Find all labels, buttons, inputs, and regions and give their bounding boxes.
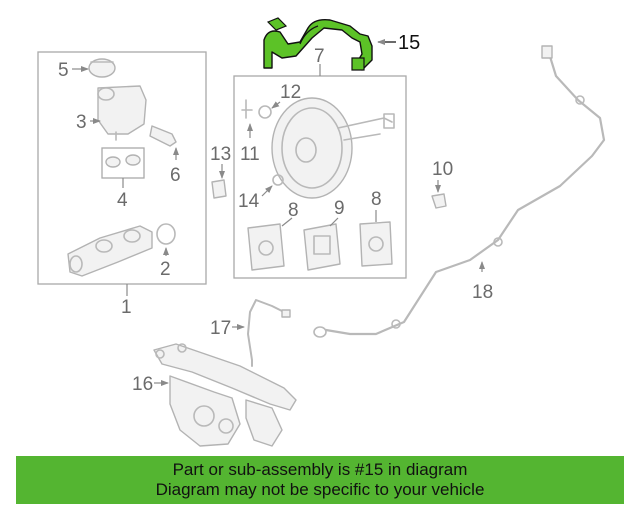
callout-7: 7 bbox=[314, 46, 325, 67]
leader-14 bbox=[261, 185, 273, 197]
part-5-reservoir-cap bbox=[88, 58, 116, 78]
part-3-fluid-reservoir bbox=[97, 85, 147, 141]
part-2-o-ring bbox=[156, 223, 176, 245]
callout-15: 15 bbox=[398, 32, 420, 54]
master-cylinder-body bbox=[67, 225, 153, 277]
callout-9: 9 bbox=[334, 198, 345, 219]
part-8-gasket-right bbox=[359, 221, 393, 267]
callout-2: 2 bbox=[160, 259, 171, 280]
leader-8-left bbox=[281, 217, 293, 227]
part-17-brake-line bbox=[247, 299, 291, 367]
exploded-parts-diagram: 1 5 3 6 4 2 13 bbox=[37, 17, 606, 447]
callout-13: 13 bbox=[210, 144, 231, 165]
part-16-hydraulic-unit-bracket bbox=[153, 343, 297, 447]
part-15-vacuum-hose bbox=[263, 17, 373, 71]
group-box-master-cylinder bbox=[37, 51, 207, 285]
notice-banner: Part or sub-assembly is #15 in diagram D… bbox=[16, 456, 624, 504]
leader-12 bbox=[271, 101, 281, 109]
part-13-valve bbox=[211, 179, 227, 199]
part-6-level-sensor bbox=[149, 125, 177, 147]
callout-11: 11 bbox=[240, 144, 260, 165]
part-10-bolt bbox=[431, 193, 447, 209]
callout-5: 5 bbox=[58, 60, 69, 81]
notice-line-2: Diagram may not be specific to your vehi… bbox=[155, 480, 485, 499]
part-12-seal bbox=[258, 105, 272, 119]
callout-16: 16 bbox=[132, 374, 153, 395]
callout-18: 18 bbox=[472, 282, 493, 303]
callout-8-right: 8 bbox=[371, 189, 382, 210]
part-4-grommets bbox=[105, 154, 141, 168]
callout-17: 17 bbox=[210, 318, 231, 339]
part-booster bbox=[271, 97, 395, 199]
callout-1: 1 bbox=[121, 297, 132, 318]
callout-12: 12 bbox=[280, 82, 301, 103]
notice-line-1: Part or sub-assembly is #15 in diagram bbox=[172, 460, 468, 479]
callout-6: 6 bbox=[170, 165, 181, 186]
callout-10: 10 bbox=[432, 159, 453, 180]
part-9-gasket-center bbox=[303, 223, 341, 271]
callout-4: 4 bbox=[117, 190, 128, 211]
part-14-o-ring bbox=[272, 174, 284, 186]
part-18-vacuum-line bbox=[313, 45, 606, 338]
callout-14: 14 bbox=[238, 191, 260, 212]
leader-9 bbox=[329, 217, 339, 227]
callout-8-left: 8 bbox=[288, 200, 299, 221]
part-8-gasket-left bbox=[247, 223, 285, 271]
part-11-check-valve bbox=[241, 99, 253, 119]
callout-3: 3 bbox=[76, 112, 87, 133]
